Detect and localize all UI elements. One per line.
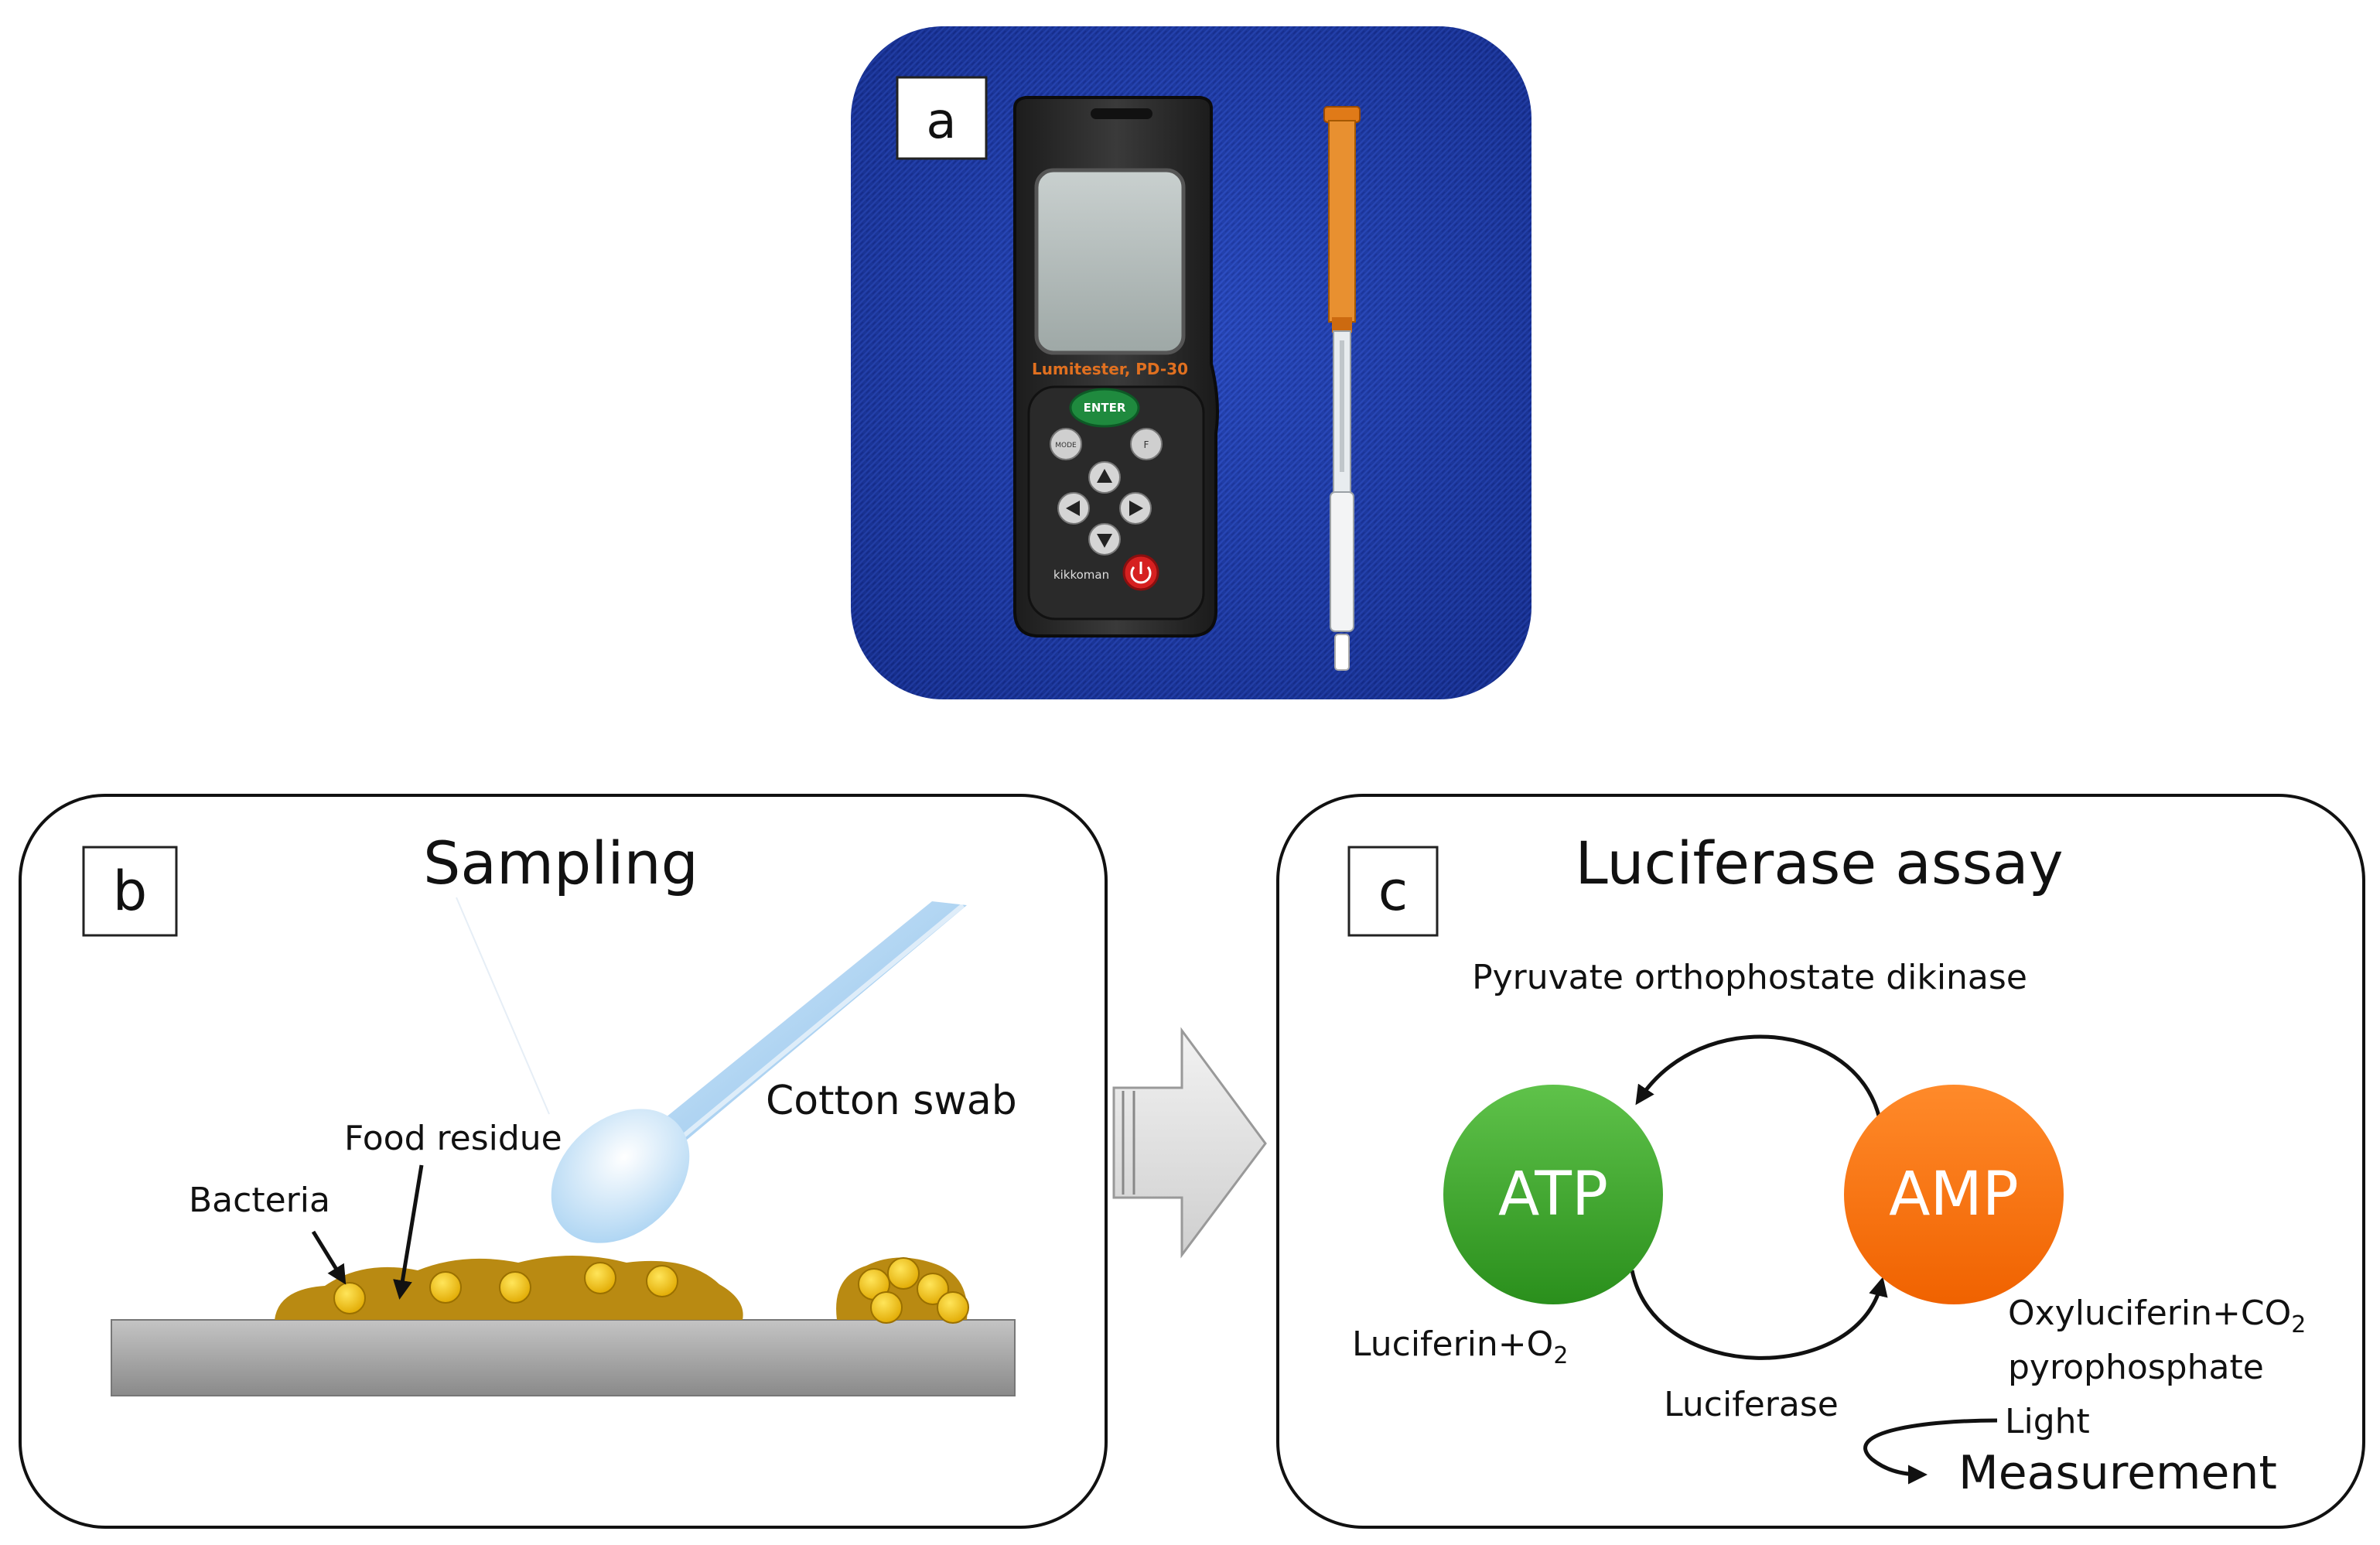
bacteria-pointer [311, 1230, 347, 1285]
cotton-swab [456, 897, 967, 1243]
products-line1: Oxyluciferin+CO2 [2008, 1294, 2306, 1338]
device-model-label: Lumitester, PD-30 [1032, 360, 1188, 378]
panel-title: Sampling [423, 829, 698, 897]
panel-label: c [1378, 860, 1409, 923]
atp-node [1443, 1085, 1663, 1304]
amp-node [1844, 1085, 2064, 1304]
panel-c: c Luciferase assay Pyruvate orthophostat… [1276, 794, 2365, 1529]
enter-key [1069, 388, 1140, 428]
f-key [1130, 428, 1163, 460]
enzyme-bottom-label: Luciferase [1664, 1385, 1839, 1424]
substrate-label: Luciferin+O2 [1352, 1325, 1568, 1369]
light-label: Light [2005, 1402, 2090, 1441]
swab-head [551, 1109, 690, 1243]
cycle-arrow-bottom [1630, 1270, 1888, 1360]
panel-c-frame [1276, 794, 2365, 1529]
panel-label-box [82, 846, 178, 937]
bacteria [333, 1257, 969, 1324]
cotton-swab-label: Cotton swab [766, 1078, 1017, 1124]
flow-arrow [1112, 1027, 1267, 1259]
products-line2: pyrophosphate [2008, 1348, 2264, 1387]
mode-key [1050, 428, 1082, 460]
panel-label: a [926, 93, 956, 150]
light-arrow [1863, 1418, 1998, 1485]
measurement-label: Measurement [1958, 1446, 2277, 1500]
bacteria-label: Bacteria [189, 1181, 330, 1220]
cycle-arrow-top [1635, 1034, 1882, 1119]
panel-a: a Lumitester, PD-30 ENTER MODE F kikkoma… [851, 26, 1531, 699]
panel-label: b [113, 860, 147, 923]
panel-b: b Sampling Cotton swab Food residue Bact… [19, 794, 1108, 1529]
test-swab-pen [1323, 106, 1361, 671]
enzyme-top-label: Pyruvate orthophostate dikinase [1472, 958, 2027, 997]
food-residue-pointer [393, 1164, 424, 1300]
atp-label: ATP [1498, 1160, 1608, 1229]
device-screen [1034, 168, 1186, 355]
panel-title: Luciferase assay [1575, 829, 2063, 897]
panel-label-box [896, 76, 988, 160]
food-residue-label: Food residue [344, 1119, 562, 1158]
luminometer-device: Lumitester, PD-30 ENTER MODE F kikkoman [1013, 96, 1219, 637]
amp-label: AMP [1889, 1160, 2019, 1229]
f-key-label: F [1144, 439, 1149, 450]
enter-key-label: ENTER [1084, 401, 1126, 415]
panel-label-box [1347, 846, 1439, 937]
surface [111, 1319, 1016, 1396]
device-brand: kikkoman [1053, 568, 1109, 582]
mode-key-label: MODE [1055, 442, 1077, 449]
